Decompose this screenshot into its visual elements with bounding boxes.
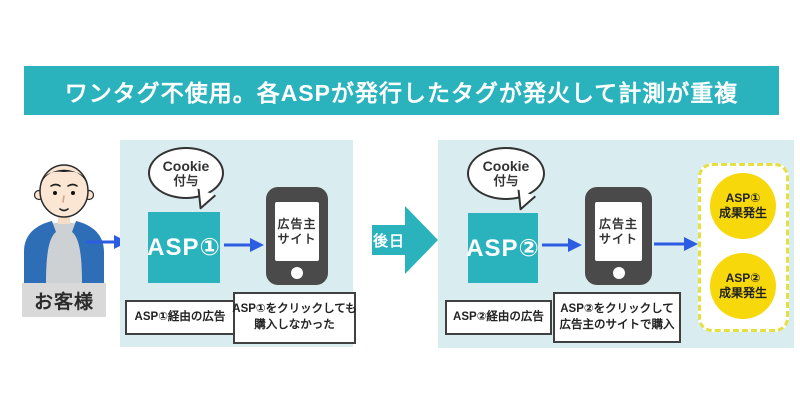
result-circle-asp1: ASP① 成果発生: [710, 173, 776, 239]
phone-home-button: [291, 267, 303, 279]
caption-ad-asp2: ASP②経由の広告: [445, 300, 552, 335]
caption-action-asp1: ASP①をクリックしても 購入しなかった: [232, 292, 357, 344]
cookie-bubble-line1: Cookie: [482, 158, 530, 175]
later-arrow-icon: [372, 206, 438, 274]
arrow-right-icon: [542, 238, 582, 252]
customer-label-box: お客様: [22, 283, 106, 317]
advertiser-site-line1: 広告主: [598, 217, 638, 232]
caption-ad-asp2-text: ASP②経由の広告: [453, 310, 544, 323]
result-circle-asp2: ASP② 成果発生: [710, 253, 776, 319]
later-arrow-label: 後日: [373, 233, 406, 250]
arrow-right-icon: [654, 237, 698, 251]
speech-tail-icon: [517, 189, 537, 211]
header-title: ワンタグ不使用。各ASPが発行したタグが発火して計測が重複: [64, 79, 739, 106]
advertiser-site-line1: 広告主: [277, 217, 317, 232]
cookie-bubble-line2: 付与: [173, 173, 199, 188]
header-banner: ワンタグ不使用。各ASPが発行したタグが発火して計測が重複: [24, 66, 779, 115]
arrow-right-icon: [224, 238, 264, 252]
result-asp2-line2: 成果発生: [718, 286, 767, 300]
caption-action-asp1-line1: ASP①をクリックしても: [232, 303, 357, 316]
cookie-bubble-line1: Cookie: [162, 157, 210, 174]
advertiser-site-line2: サイト: [277, 231, 317, 246]
customer-illustration-icon: [24, 164, 104, 284]
phone-home-button: [612, 267, 625, 279]
smartphone-icon: 広告主 サイト: [266, 187, 328, 285]
cookie-bubble-asp2: Cookie 付与: [467, 147, 545, 200]
caption-action-asp2-line2: 広告主のサイトで購入: [559, 318, 675, 331]
customer-label: お客様: [33, 291, 94, 313]
speech-tail-icon: [197, 188, 217, 210]
phone-screen: 広告主 サイト: [275, 202, 319, 261]
advertiser-site-line2: サイト: [598, 231, 638, 246]
caption-action-asp2-line1: ASP②をクリックして: [560, 302, 674, 315]
caption-ad-asp1: ASP①経由の広告: [125, 300, 235, 335]
result-asp1-line1: ASP①: [725, 191, 761, 205]
caption-ad-asp1-text: ASP①経由の広告: [134, 310, 226, 323]
cookie-bubble-asp1: Cookie 付与: [148, 147, 224, 199]
smartphone-icon: 広告主 サイト: [585, 187, 652, 285]
result-asp2-line1: ASP②: [725, 271, 761, 285]
asp2-label: ASP②: [466, 234, 540, 262]
result-asp1-line2: 成果発生: [718, 206, 767, 220]
phone-screen: 広告主 サイト: [595, 202, 642, 261]
asp2-box: ASP②: [466, 213, 540, 283]
caption-action-asp1-line2: 購入しなかった: [254, 319, 335, 331]
asp1-box: ASP①: [147, 212, 221, 283]
caption-action-asp2: ASP②をクリックして 広告主のサイトで購入: [553, 292, 681, 343]
results-box: ASP① 成果発生 ASP② 成果発生: [698, 163, 789, 332]
cookie-bubble-line2: 付与: [493, 174, 519, 189]
asp1-label: ASP①: [147, 234, 221, 261]
